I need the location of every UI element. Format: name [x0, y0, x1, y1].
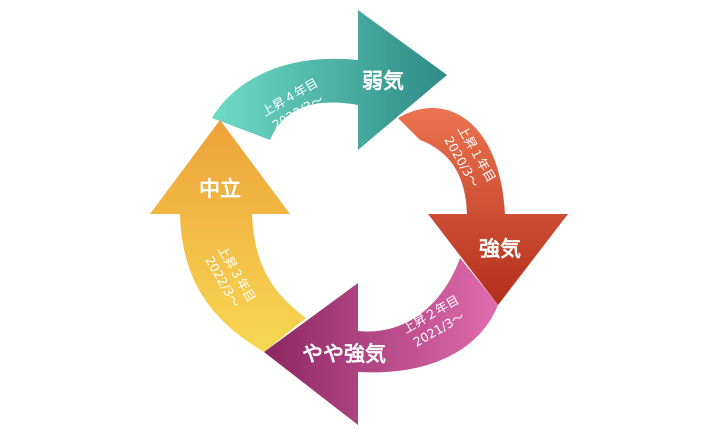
segment-right: 強気 上昇１年目 2020/3～ [398, 107, 568, 305]
segment-left-name: 中立 [199, 177, 241, 201]
segment-left-shape [150, 120, 306, 352]
segment-bottom-shape [264, 258, 498, 425]
segment-bottom: やや強気 上昇２年目 2021/3～ [264, 258, 498, 425]
segment-bottom-name: やや強気 [302, 342, 386, 366]
segment-top-name: 弱気 [362, 69, 404, 93]
segment-right-shape [398, 107, 568, 305]
segment-left: 中立 上昇３年目 2022/3～ [150, 120, 306, 352]
segment-top-shape [212, 10, 447, 150]
segment-right-name: 強気 [479, 237, 521, 261]
